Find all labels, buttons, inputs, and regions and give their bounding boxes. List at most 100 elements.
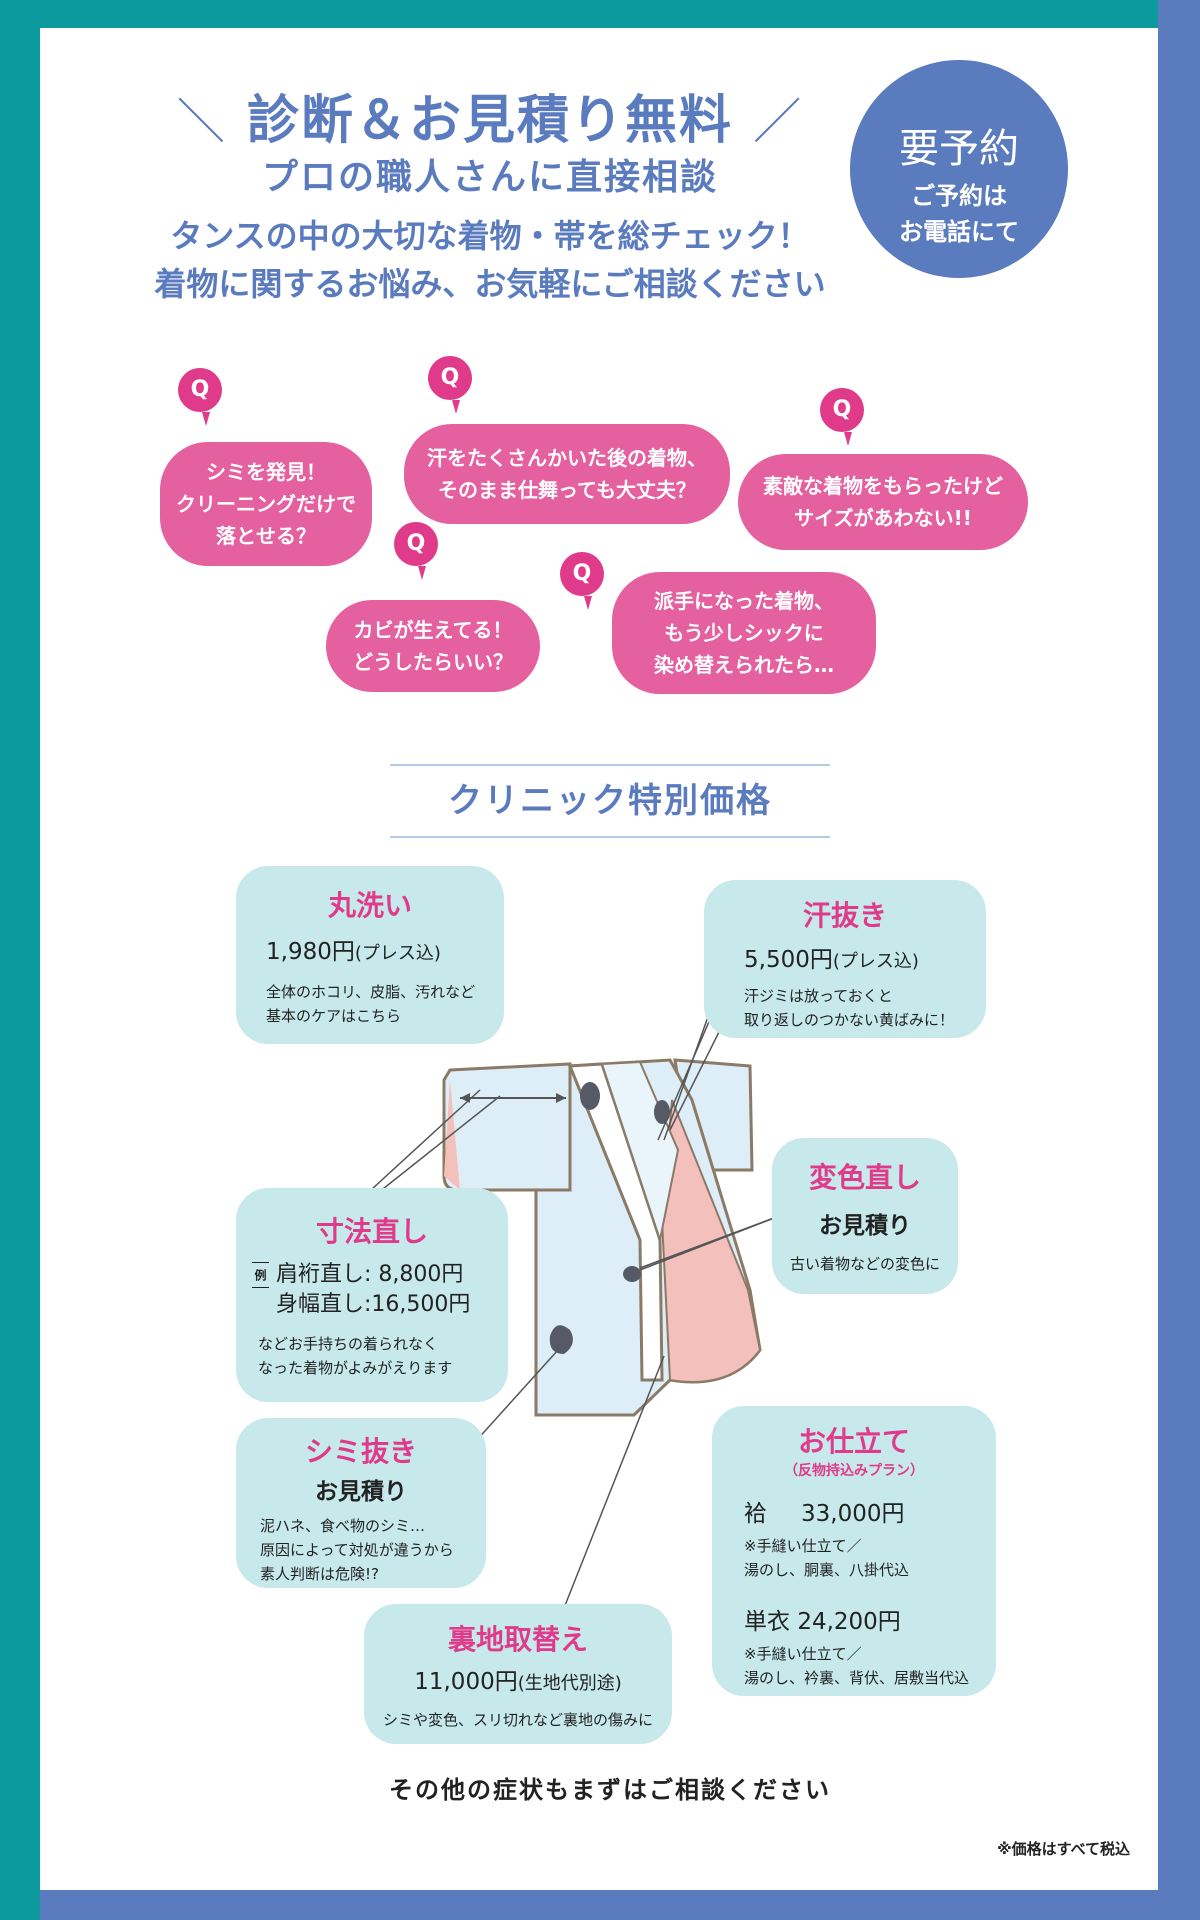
question-bubble-3: 素敵な着物をもらったけど サイズがあわない!! [738, 454, 1028, 550]
question-bubble-2: 汗をたくさんかいた後の着物、 そのまま仕舞っても大丈夫？ [404, 424, 730, 524]
question-1-line-3: 落とせる？ [216, 524, 316, 548]
desc-line-2: 原因によって対処が違うから [260, 1541, 454, 1559]
awase-label: 袷 [744, 1501, 767, 1527]
awase-notes: ※手縫い仕立て／ 湯のし、胴裏、八掛代込 [744, 1534, 996, 1582]
q-icon: Q [820, 388, 864, 432]
slash-left: ＼ [176, 94, 227, 150]
card-uraji-price: 11,000円(生地代別途) [364, 1662, 672, 1696]
hitoe-price-row: 単衣 24,200円 [744, 1602, 996, 1636]
card-shiminuki-desc: 泥ハネ、食べ物のシミ… 原因によって対処が違うから 素人判断は危険!? [260, 1514, 486, 1586]
card-sunpo-title: 寸法直し [315, 1215, 428, 1248]
awase-price-row: 袷 33,000円 [744, 1494, 996, 1528]
question-5-line-2: もう少しシックに [664, 621, 824, 645]
desc-line-1: 汗ジミは放っておくと [744, 987, 893, 1005]
card-henshoku-desc: 古い着物などの変色に [789, 1255, 940, 1273]
desc-line-1: などお手持ちの着られなく [258, 1335, 439, 1353]
card-henshoku: 変色直し お見積り 古い着物などの変色に [772, 1138, 958, 1294]
price-value: 1,980円 [266, 939, 355, 965]
price-note: (生地代別途) [517, 1673, 622, 1694]
hitoe-notes: ※手縫い仕立て／ 湯のし、衿裏、背伏、居敷当代込 [744, 1642, 996, 1690]
hitoe-note-1: ※手縫い仕立て／ [744, 1645, 862, 1663]
badge-line-2: ご予約は [911, 182, 1007, 210]
q-marker-2: Q [428, 356, 472, 414]
tax-note: ※価格はすべて税込 [997, 1840, 1130, 1858]
sunpo-line-2: 身幅直し:16,500円 [276, 1290, 470, 1320]
price-note: (プレス込) [832, 951, 919, 972]
card-sunpo-desc: などお手持ちの着られなく なった着物がよみがえります [258, 1332, 452, 1380]
question-3-line-2: サイズがあわない!! [794, 506, 972, 530]
question-1-line-1: シミを発見！ [206, 460, 326, 484]
bottom-border-strip [40, 1890, 1200, 1920]
question-4-line-1: カビが生えてる！ [353, 618, 513, 642]
line-price: 8,800円 [378, 1262, 464, 1287]
q-icon: Q [394, 522, 438, 566]
subheadline: プロの職人さんに直接相談 [261, 157, 718, 198]
question-2-line-1: 汗をたくさんかいた後の着物、 [427, 446, 707, 470]
card-oshitate-title: お仕立て [797, 1425, 910, 1458]
card-maruarai-desc: 全体のホコリ、皮脂、汚れなど 基本のケアはこちら [266, 980, 504, 1028]
line-label: 肩裄直し: [276, 1262, 372, 1287]
line-label: 身幅直し: [276, 1292, 372, 1317]
q-icon: Q [428, 356, 472, 400]
q-icon: Q [560, 552, 604, 596]
awase-note-1: ※手縫い仕立て／ [744, 1537, 862, 1555]
price-note: (プレス込) [354, 943, 441, 964]
desc-line-1: 泥ハネ、食べ物のシミ… [260, 1517, 426, 1535]
card-maruarai-price: 1,980円(プレス込) [266, 932, 504, 966]
intro-line-1: タンスの中の大切な着物・帯を総チェック！ [170, 217, 810, 255]
question-5-line-1: 派手になった着物、 [654, 589, 834, 613]
card-henshoku-title: 変色直し [808, 1161, 921, 1194]
desc-line-3: 素人判断は危険!? [260, 1565, 379, 1583]
card-uraji-desc: シミや変色、スリ切れなど裏地の傷みに [382, 1711, 653, 1729]
card-sunpo-prices: 肩裄直し: 8,800円 身幅直し:16,500円 [276, 1260, 470, 1320]
question-1-line-2: クリーニングだけで [176, 492, 356, 516]
question-bubble-5: 派手になった着物、 もう少しシックに 染め替えられたら… [612, 572, 876, 694]
clinic-price-title: クリニック特別価格 [390, 764, 830, 838]
desc-line-1: 全体のホコリ、皮脂、汚れなど [266, 983, 476, 1001]
right-border-strip [1158, 0, 1200, 1920]
card-maruarai: 丸洗い 1,980円(プレス込) 全体のホコリ、皮脂、汚れなど 基本のケアはこち… [236, 866, 504, 1044]
hitoe-label: 単衣 [744, 1609, 790, 1635]
card-shiminuki-price: お見積り [315, 1479, 407, 1505]
card-uraji-title: 裏地取替え [447, 1623, 588, 1656]
intro-text: タンスの中の大切な着物・帯を総チェック！ 着物に関するお悩み、お気軽にご相談くだ… [120, 212, 860, 308]
headline-text: 診断＆お見積り無料 [246, 91, 733, 151]
q-marker-1: Q [178, 368, 222, 426]
intro-line-2: 着物に関するお悩み、お気軽にご相談ください [154, 265, 826, 303]
question-2-line-2: そのまま仕舞っても大丈夫？ [438, 478, 696, 502]
q-marker-4: Q [394, 522, 438, 580]
card-maruarai-title: 丸洗い [327, 889, 412, 922]
line-price: 16,500円 [371, 1292, 471, 1317]
question-3-line-1: 素敵な着物をもらったけど [763, 474, 1003, 498]
price-value: 5,500円 [744, 947, 833, 973]
card-asenuki: 汗抜き 5,500円(プレス込) 汗ジミは放っておくと 取り返しのつかない黄ばみ… [704, 880, 986, 1038]
desc-line-2: なった着物がよみがえります [258, 1359, 453, 1377]
card-oshitate-subtitle: （反物持込みプラン） [784, 1463, 924, 1479]
hitoe-price: 24,200円 [797, 1609, 901, 1635]
awase-note-2: 湯のし、胴裏、八掛代込 [744, 1561, 910, 1579]
q-marker-5: Q [560, 552, 604, 610]
question-bubble-1: シミを発見！ クリーニングだけで 落とせる？ [160, 442, 372, 566]
card-uraji: 裏地取替え 11,000円(生地代別途) シミや変色、スリ切れなど裏地の傷みに [364, 1604, 672, 1744]
price-value: 11,000円 [414, 1669, 518, 1695]
question-4-line-2: どうしたらいい？ [353, 650, 513, 674]
badge-line-3: お電話にて [899, 218, 1019, 246]
desc-line-2: 取り返しのつかない黄ばみに！ [744, 1011, 955, 1029]
awase-price: 33,000円 [801, 1501, 905, 1527]
card-asenuki-title: 汗抜き [802, 899, 887, 932]
badge-title: 要予約 [899, 126, 1019, 172]
card-oshitate: お仕立て （反物持込みプラン） 袷 33,000円 ※手縫い仕立て／ 湯のし、胴裏… [712, 1406, 996, 1696]
card-asenuki-desc: 汗ジミは放っておくと 取り返しのつかない黄ばみに！ [744, 984, 986, 1032]
sunpo-line-1: 肩裄直し: 8,800円 [276, 1260, 470, 1290]
card-asenuki-price: 5,500円(プレス込) [744, 940, 986, 974]
hitoe-note-2: 湯のし、衿裏、背伏、居敷当代込 [744, 1669, 970, 1687]
card-henshoku-price: お見積り [819, 1213, 911, 1239]
footer-note: その他の症状もまずはご相談ください [389, 1776, 831, 1804]
q-marker-3: Q [820, 388, 864, 446]
reservation-badge: 要予約 ご予約は お電話にて [850, 60, 1068, 278]
card-shiminuki: シミ抜き お見積り 泥ハネ、食べ物のシミ… 原因によって対処が違うから 素人判断… [236, 1418, 486, 1588]
slash-right: ／ [753, 94, 804, 150]
card-sunpo: 寸法直し 例 肩裄直し: 8,800円 身幅直し:16,500円 などお手持ちの… [236, 1188, 508, 1402]
card-shiminuki-title: シミ抜き [304, 1435, 417, 1468]
